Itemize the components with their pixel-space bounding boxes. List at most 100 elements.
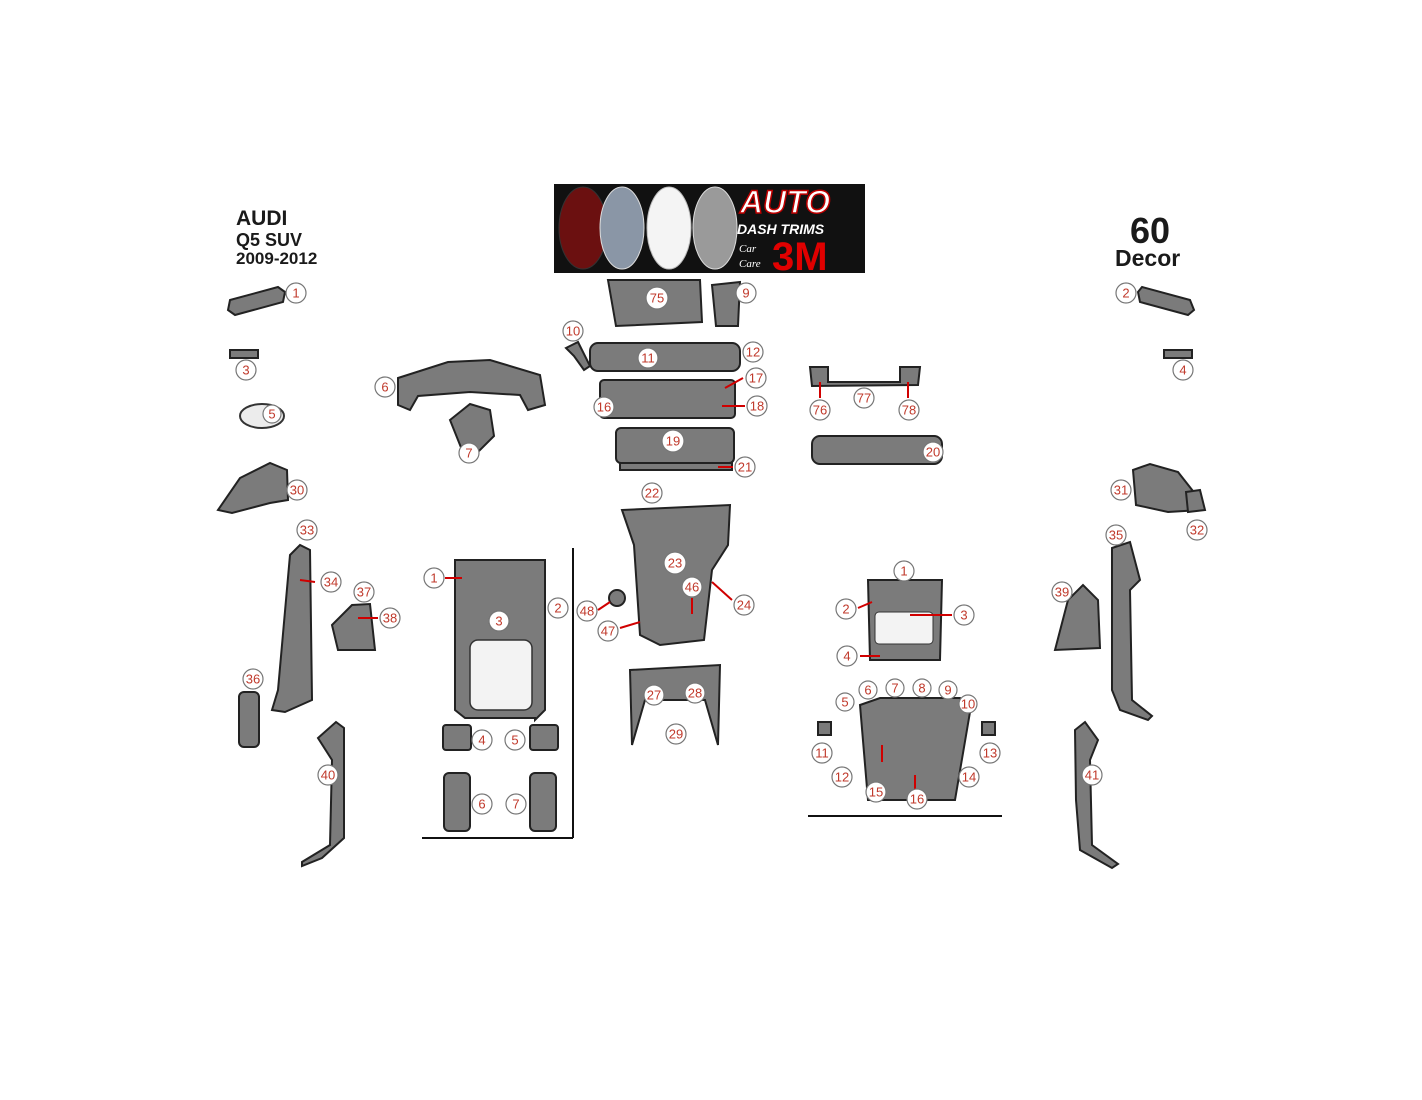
part-radio-frame [599,379,736,419]
arrow-34 [299,579,316,583]
callout-number: 41 [1085,768,1099,783]
callout-ring [641,482,663,504]
callout-ring [893,560,915,582]
part-left-window-switch [330,602,377,651]
callout-number: 17 [749,371,763,386]
banner-title: AUTO [739,184,830,220]
callout-ring [1110,479,1132,501]
callout-ring [661,429,685,453]
callout-number: 32 [1190,523,1204,538]
callout-number: 2 [1122,286,1129,301]
callout-ring [836,645,858,667]
callout-number: 77 [857,391,871,406]
callout-number: 9 [944,683,951,698]
part-right-vent-insert [710,280,742,327]
granite-swatch [692,186,738,270]
left-door-parts [216,285,377,868]
callout-number: 1 [292,286,299,301]
callout-number: 12 [746,345,760,360]
callout-ring [317,764,339,786]
callout-number: 16 [597,400,611,415]
callout-ring [458,442,480,464]
callout-ring [320,571,342,593]
callout-ring [835,692,855,712]
part-small-trim-10 [564,340,592,372]
callout-ring [865,781,887,803]
callout-number: 28 [688,686,702,701]
part-console-pull-6 [443,772,471,832]
part-right-armrest [1111,540,1154,722]
callout-number: 7 [465,446,472,461]
callout-number: 13 [983,746,997,761]
callout-number: 78 [902,403,916,418]
callout-ring [645,286,669,310]
callout-ring [835,598,857,620]
right-upper-parts [808,366,943,465]
callout-number: 16 [910,792,924,807]
part-console-opening [469,639,533,711]
callout-number: 8 [918,681,925,696]
callout-ring [922,441,944,463]
callout-ring [286,479,308,501]
callout-number: 35 [1109,528,1123,543]
callout-number: 76 [813,403,827,418]
callout-ring [242,668,264,690]
part-left-door-panel [216,461,290,515]
callout-number: 75 [650,291,664,306]
callout-ring [1105,524,1127,546]
callout-number: 47 [601,624,615,639]
callout-ring [684,682,706,704]
arrow-17 [724,377,744,389]
part-left-lock [229,349,259,359]
callout-ring [663,551,687,575]
callout-ring [562,320,584,342]
callout-number: 5 [841,695,848,710]
callout-number: 5 [511,733,518,748]
callout-ring [809,399,831,421]
callout-ring [858,680,878,700]
callout-number: 40 [321,768,335,783]
callout-ring [742,341,764,363]
part-right-lock [1163,349,1193,359]
arrow-48 [597,601,611,611]
vehicle-model: Q5 SUV [236,230,303,250]
callout-number: 23 [668,556,682,571]
callout-number: 46 [685,580,699,595]
callout-ring [938,680,958,700]
callout-ring [681,576,703,598]
callout-number: 24 [737,598,751,613]
callout-number: 11 [641,351,655,366]
part-right-upper-strip [808,366,922,388]
vehicle-years: 2009-2012 [236,249,318,268]
console-right-parts [808,579,1002,817]
callout-number: 2 [554,601,561,616]
callout-ring [853,387,875,409]
callout-ring [374,376,396,398]
vehicle-make: AUDI [236,207,288,230]
callout-ring [665,723,687,745]
banner-subtitle: DASH TRIMS [737,221,825,237]
callout-number: 7 [512,797,519,812]
dash-cluster-parts [397,358,547,454]
callout-ring [643,684,665,706]
callout-number: 1 [900,564,907,579]
callout-number: 36 [246,672,260,687]
callout-number: 10 [566,324,580,339]
callout-ring [235,359,257,381]
callout-number: 9 [742,286,749,301]
callout-ring [898,399,920,421]
callout-number: 6 [864,683,871,698]
callout-number: 3 [242,363,249,378]
callout-number: 2 [842,602,849,617]
callout-ring [733,594,755,616]
callout-ring [1172,359,1194,381]
callout-ring [285,282,307,304]
callout-ring [505,793,527,815]
callout-number: 34 [324,575,338,590]
callout-number: 10 [961,697,975,712]
callout-number: 33 [300,523,314,538]
callout-number: 31 [1114,483,1128,498]
callout-number: 4 [843,649,850,664]
callout-ring [953,604,975,626]
